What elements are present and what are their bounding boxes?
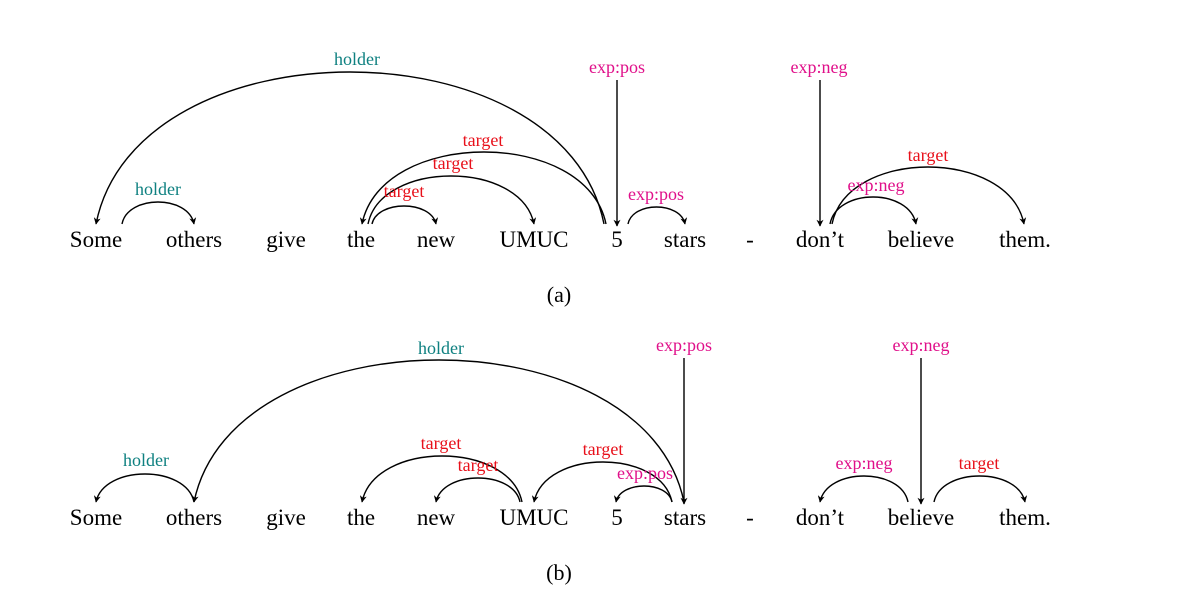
label-target: target <box>583 439 624 459</box>
token-new: new <box>417 227 456 252</box>
token-some: Some <box>70 227 122 252</box>
label-target: target <box>458 455 499 475</box>
token-umuc: UMUC <box>499 227 568 252</box>
token-dash: - <box>746 227 754 252</box>
arc-exp-pos-5-to-stars <box>627 206 688 225</box>
label-holder: holder <box>418 338 464 358</box>
arc-target-stars-to-umuc <box>531 461 673 503</box>
arc-target-the-to-umuc <box>367 175 537 225</box>
token-stars: stars <box>664 505 706 530</box>
label-root-exp-neg: exp:neg <box>893 335 950 355</box>
token-dont: don’t <box>796 505 845 530</box>
arc-target-dont-to-them <box>831 166 1027 225</box>
token-the: the <box>347 505 375 530</box>
label-exp-pos: exp:pos <box>617 463 673 483</box>
token-believe: believe <box>888 505 954 530</box>
label-root-exp-pos: exp:pos <box>656 335 712 355</box>
panel-b-tokens: Some others give the new UMUC 5 stars - … <box>70 505 1051 530</box>
arc-holder-others-to-some <box>93 473 195 503</box>
arc-target-umuc-to-new <box>433 477 521 503</box>
arc-holder-some-to-others <box>121 201 197 225</box>
token-5: 5 <box>611 505 623 530</box>
token-give: give <box>266 505 306 530</box>
token-stars: stars <box>664 227 706 252</box>
arc-target-umuc-to-the <box>359 455 523 503</box>
token-dash: - <box>746 505 754 530</box>
label-target: target <box>433 153 474 173</box>
token-some: Some <box>70 505 122 530</box>
arc-holder-5-to-some <box>93 71 605 225</box>
label-root-exp-pos: exp:pos <box>589 57 645 77</box>
caption-a: (a) <box>547 282 571 307</box>
token-dont: don’t <box>796 227 845 252</box>
label-target: target <box>959 453 1000 473</box>
label-target: target <box>908 145 949 165</box>
arc-target-5-to-the <box>359 151 607 225</box>
panel-a-tokens: Some others give the new UMUC 5 stars - … <box>70 227 1051 252</box>
panel-b-labels: holder holder target target target exp:p… <box>123 335 999 483</box>
token-them: them. <box>999 505 1051 530</box>
token-others: others <box>166 227 222 252</box>
token-new: new <box>417 505 456 530</box>
panel-a-labels: holder holder target target target exp:p… <box>135 49 948 204</box>
label-exp-neg: exp:neg <box>836 453 893 473</box>
arc-target-the-to-new <box>371 205 439 225</box>
token-give: give <box>266 227 306 252</box>
token-the: the <box>347 227 375 252</box>
token-5: 5 <box>611 227 623 252</box>
label-exp-neg: exp:neg <box>848 175 905 195</box>
arc-target-believe-to-them <box>933 475 1028 503</box>
label-holder: holder <box>334 49 380 69</box>
label-target: target <box>463 130 504 150</box>
label-holder: holder <box>135 179 181 199</box>
arc-exp-neg-believe-to-dont <box>817 475 909 503</box>
label-holder: holder <box>123 450 169 470</box>
label-exp-pos: exp:pos <box>628 184 684 204</box>
caption-b: (b) <box>546 560 572 585</box>
label-target: target <box>421 433 462 453</box>
token-umuc: UMUC <box>499 505 568 530</box>
arc-exp-pos-stars-to-5 <box>613 485 673 503</box>
token-believe: believe <box>888 227 954 252</box>
panel-b-arcs <box>93 358 1028 505</box>
label-target: target <box>384 181 425 201</box>
arc-holder-stars-to-others <box>191 359 685 503</box>
label-root-exp-neg: exp:neg <box>791 57 848 77</box>
token-them: them. <box>999 227 1051 252</box>
panel-a-arcs <box>93 71 1027 227</box>
panel-a: Some others give the new UMUC 5 stars - … <box>70 49 1051 307</box>
panel-b: Some others give the new UMUC 5 stars - … <box>70 335 1051 585</box>
token-others: others <box>166 505 222 530</box>
